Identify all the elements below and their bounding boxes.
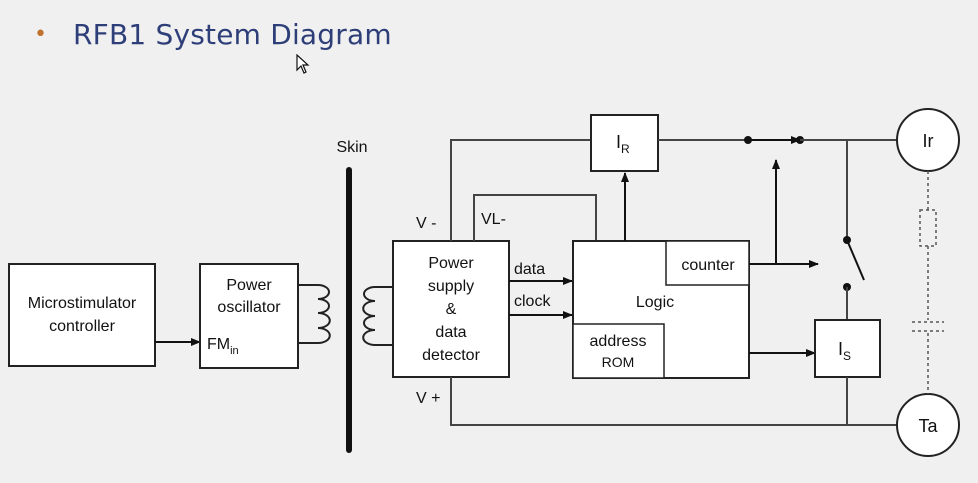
address-label: address	[590, 333, 647, 350]
fm-in-label: FMin	[207, 336, 239, 357]
power-supply-block: Power supply & data detector	[392, 240, 510, 378]
microstimulator-label-line2: controller	[49, 318, 115, 335]
svg-text:Ta: Ta	[918, 416, 938, 436]
v-plus-label: V +	[416, 390, 440, 407]
svg-text:detector: detector	[422, 347, 480, 364]
ir-electrode: Ir	[896, 108, 960, 172]
logic-block: Logic counter address ROM	[572, 240, 750, 379]
v-minus-wire	[450, 139, 590, 241]
mouse-cursor-icon	[296, 54, 310, 74]
slide-title: RFB1 System Diagram	[73, 18, 392, 51]
v-minus-label: V -	[416, 215, 436, 232]
svg-text:data: data	[435, 324, 466, 341]
data-label: data	[514, 261, 545, 278]
counter-label: counter	[681, 257, 735, 274]
rom-label: ROM	[602, 354, 635, 370]
ir-box-label: IR	[616, 132, 630, 156]
microstimulator-label-line1: Microstimulator	[28, 295, 137, 312]
logic-label: Logic	[636, 294, 674, 311]
svg-text:Ir: Ir	[923, 131, 934, 151]
microstimulator-controller-block: Microstimulator controller	[8, 263, 156, 367]
switch2-blade	[846, 239, 865, 281]
svg-text:Power: Power	[428, 255, 474, 272]
counter-box	[665, 240, 750, 286]
svg-text:&: &	[446, 301, 457, 318]
vl-minus-label: VL-	[481, 211, 506, 228]
svg-text:supply: supply	[428, 278, 474, 295]
oscillator-label-line1: Power	[226, 277, 272, 294]
is-box-label: IS	[838, 339, 851, 363]
ir-current-source: IR	[590, 114, 659, 172]
ta-electrode: Ta	[896, 393, 960, 457]
tissue-load	[912, 171, 944, 394]
primary-coil	[298, 284, 331, 344]
clock-label: clock	[514, 293, 551, 310]
power-oscillator-block: Power oscillator FMin	[199, 263, 299, 369]
secondary-coil	[362, 286, 393, 346]
bullet-point: •	[34, 22, 47, 47]
oscillator-label-line2: oscillator	[217, 299, 281, 316]
address-rom-box	[572, 323, 665, 379]
skin-label: Skin	[336, 139, 367, 156]
vl-minus-wire	[473, 194, 597, 241]
is-current-source: IS	[814, 319, 881, 378]
v-plus-wire	[450, 377, 897, 426]
